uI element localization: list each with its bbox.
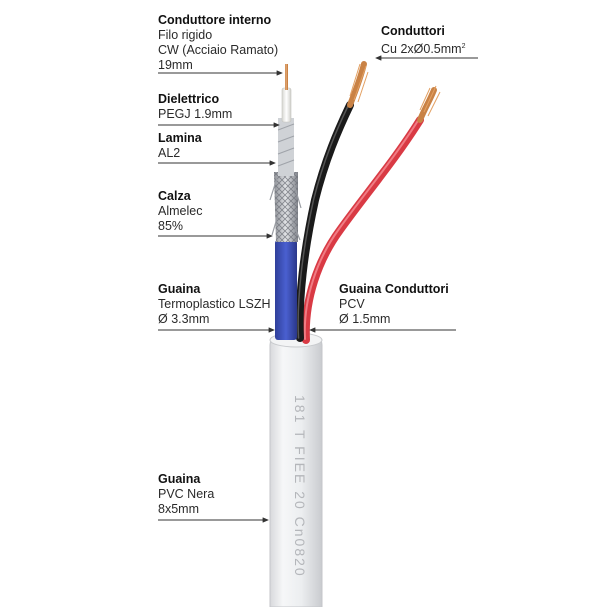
label-guaina: Guaina Termoplastico LSZH Ø 3.3mm	[158, 282, 271, 327]
label-line: Termoplastico LSZH	[158, 297, 271, 311]
label-conduttore-interno: Conduttore interno Filo rigido CW (Accia…	[158, 13, 278, 73]
label-line: 85%	[158, 219, 184, 233]
label-line: Cu 2xØ0.5mm2	[381, 39, 466, 57]
label-calza: Calza Almelec 85%	[158, 189, 202, 234]
label-line: 8x5mm	[158, 502, 199, 516]
label-lamina: Lamina AL2	[158, 131, 202, 161]
jacket-print: 181 T FIEE 20 Cn0820	[292, 395, 308, 578]
label-title: Dielettrico	[158, 92, 220, 106]
label-line: 19mm	[158, 58, 193, 72]
black-wire	[295, 61, 369, 342]
label-conduttori: Conduttori Cu 2xØ0.5mm2	[381, 24, 466, 57]
foil	[277, 118, 295, 176]
label-line: PCV	[339, 297, 365, 311]
label-title: Calza	[158, 189, 191, 203]
label-guaina-esterna: Guaina PVC Nera 8x5mm	[158, 472, 214, 517]
label-line: CW (Acciaio Ramato)	[158, 43, 279, 57]
label-title: Guaina	[158, 282, 201, 296]
label-guaina-conduttori: Guaina Conduttori PCV Ø 1.5mm	[339, 282, 449, 327]
label-dielettrico: Dielettrico PEGJ 1.9mm	[158, 92, 232, 122]
label-line: AL2	[158, 146, 181, 160]
label-title: Guaina	[158, 472, 201, 486]
dielectric	[281, 87, 292, 123]
label-title: Conduttori	[381, 24, 445, 38]
label-line-superscript: 2	[461, 43, 466, 50]
label-line: Ø 1.5mm	[339, 312, 391, 326]
leader-lines	[158, 55, 478, 523]
inner-conductor	[285, 64, 288, 90]
label-line: Almelec	[158, 204, 203, 218]
label-line: Filo rigido	[158, 28, 213, 42]
braid	[269, 172, 302, 242]
inner-jacket	[275, 240, 297, 340]
label-title: Lamina	[158, 131, 202, 145]
label-title: Conduttore interno	[158, 13, 272, 27]
label-line: Ø 3.3mm	[158, 312, 210, 326]
label-line: PEGJ 1.9mm	[158, 107, 233, 121]
red-wire	[301, 85, 441, 344]
label-title: Guaina Conduttori	[339, 282, 449, 296]
label-line: PVC Nera	[158, 487, 215, 501]
label-line-text: Cu 2xØ0.5mm	[381, 42, 462, 57]
